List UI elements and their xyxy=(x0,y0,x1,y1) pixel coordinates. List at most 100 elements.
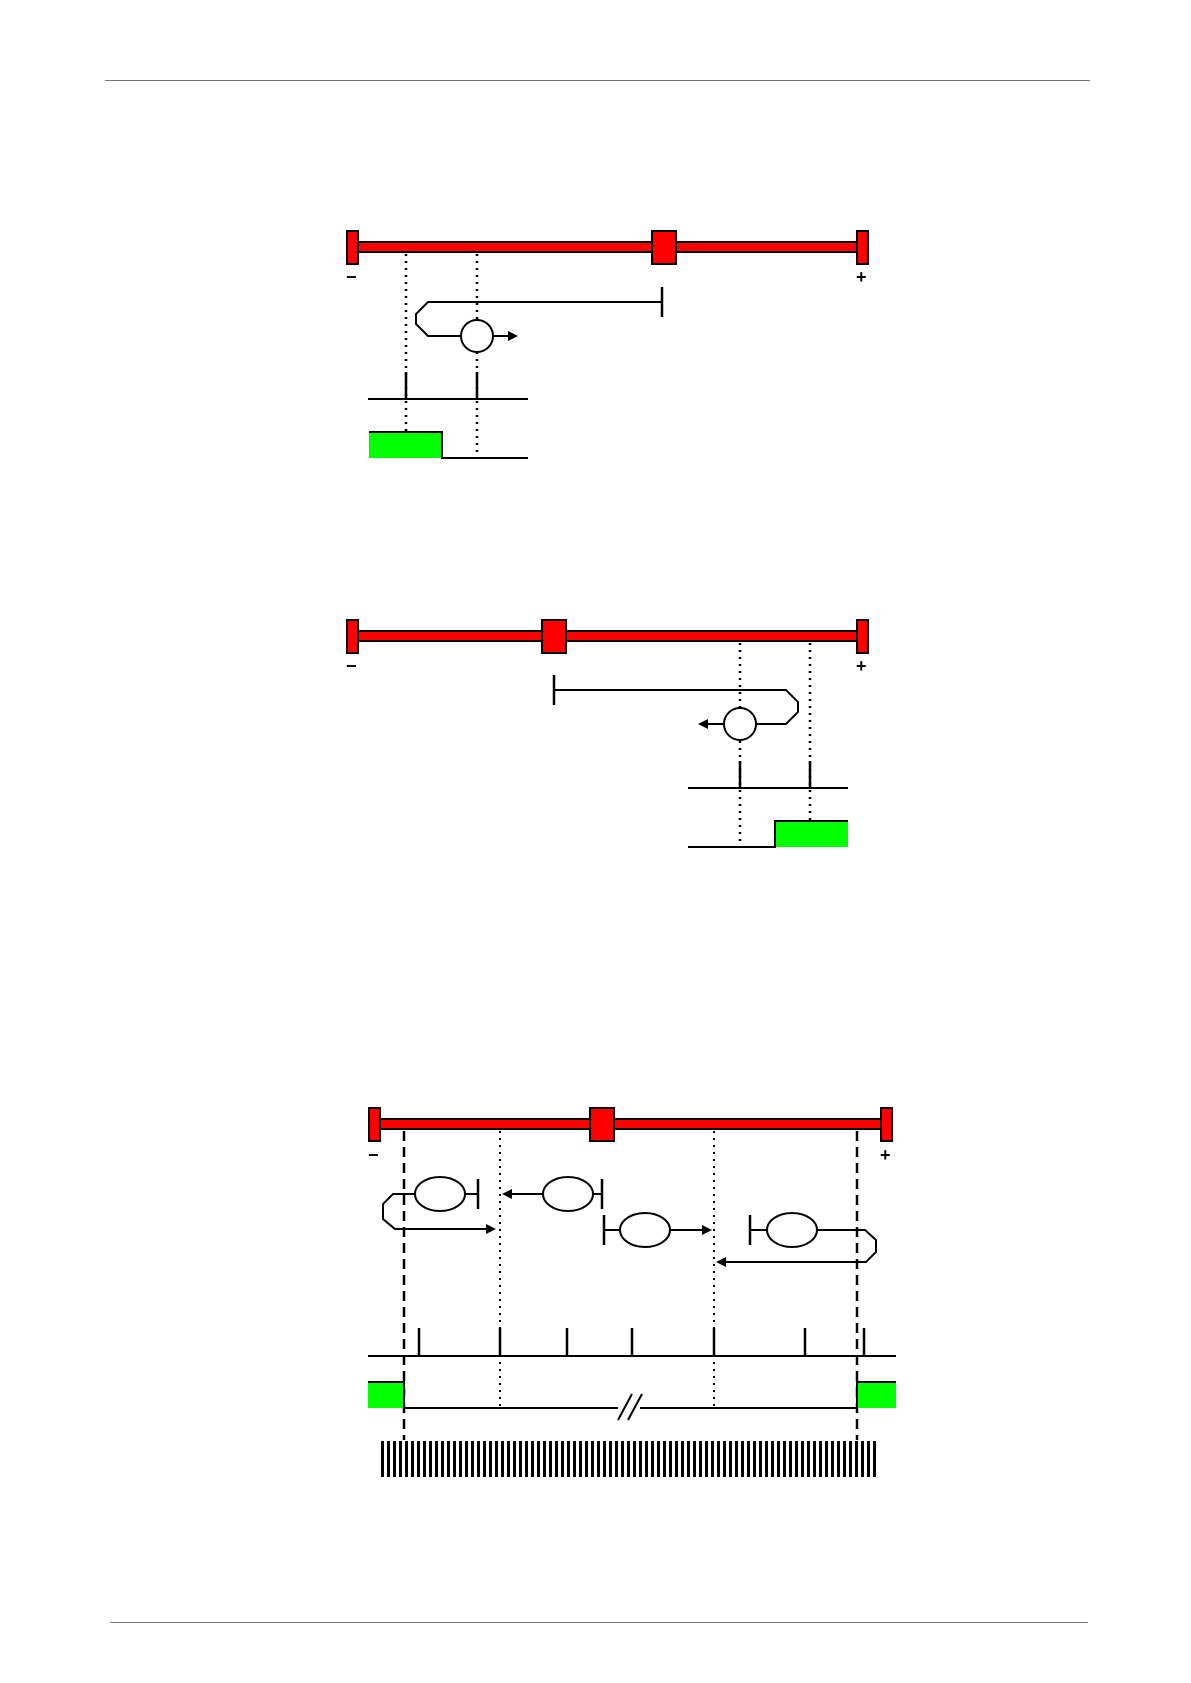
axis-rail xyxy=(352,242,862,252)
limit-switch-positive xyxy=(881,1108,892,1141)
encoder-pulse xyxy=(495,1441,498,1477)
encoder-pulse xyxy=(669,1441,672,1477)
encoder-pulse xyxy=(813,1441,816,1477)
encoder-pulse xyxy=(435,1441,438,1477)
axis-rail xyxy=(374,1119,885,1129)
reference-ellipse xyxy=(543,1177,593,1211)
motion-path xyxy=(554,690,798,724)
encoder-pulse xyxy=(579,1441,582,1477)
encoder-pulse xyxy=(753,1441,756,1477)
switch-signal-active xyxy=(369,432,442,458)
encoder-pulse xyxy=(405,1441,408,1477)
axis-rail xyxy=(352,631,862,641)
encoder-pulse xyxy=(513,1441,516,1477)
diagram-3: − + xyxy=(368,1108,896,1477)
encoder-pulse xyxy=(687,1441,690,1477)
encoder-pulse xyxy=(429,1441,432,1477)
encoder-pulse xyxy=(861,1441,864,1477)
encoder-pulse xyxy=(759,1441,762,1477)
encoder-pulse xyxy=(765,1441,768,1477)
encoder-pulse xyxy=(549,1441,552,1477)
encoder-pulse xyxy=(843,1441,846,1477)
encoder-pulse xyxy=(465,1441,468,1477)
encoder-pulse xyxy=(771,1441,774,1477)
encoder-pulse xyxy=(711,1441,714,1477)
motion-segments xyxy=(383,1177,876,1262)
encoder-pulse xyxy=(393,1441,396,1477)
switch-signal-active xyxy=(857,1382,896,1408)
encoder-pulse xyxy=(615,1441,618,1477)
encoder-pulse xyxy=(675,1441,678,1477)
encoder-pulse xyxy=(807,1441,810,1477)
encoder-pulse xyxy=(621,1441,624,1477)
motion-path xyxy=(416,302,662,336)
switch-signal-active xyxy=(775,821,848,847)
encoder-pulse xyxy=(741,1441,744,1477)
encoder-pulse xyxy=(783,1441,786,1477)
encoder-pulse xyxy=(387,1441,390,1477)
encoder-pulse xyxy=(855,1441,858,1477)
encoder-pulse xyxy=(729,1441,732,1477)
encoder-pulse xyxy=(603,1441,606,1477)
reference-circle xyxy=(724,708,756,740)
encoder-pulse xyxy=(483,1441,486,1477)
encoder-pulse xyxy=(567,1441,570,1477)
encoder-pulse xyxy=(471,1441,474,1477)
encoder-pulse xyxy=(591,1441,594,1477)
encoder-pulse xyxy=(747,1441,750,1477)
encoder-pulse xyxy=(819,1441,822,1477)
encoder-pulse xyxy=(837,1441,840,1477)
encoder-pulse xyxy=(717,1441,720,1477)
switch-signal-active xyxy=(368,1382,404,1408)
encoder-pulse xyxy=(693,1441,696,1477)
encoder-pulse xyxy=(477,1441,480,1477)
encoder-pulse xyxy=(681,1441,684,1477)
encoder-pulse xyxy=(537,1441,540,1477)
encoder-pulse xyxy=(423,1441,426,1477)
plus-sign: + xyxy=(856,656,867,676)
minus-sign: − xyxy=(346,267,357,287)
minus-sign: − xyxy=(346,656,357,676)
encoder-pulse xyxy=(399,1441,402,1477)
encoder-pulse xyxy=(801,1441,804,1477)
encoder-pulse xyxy=(561,1441,564,1477)
encoder-pulse xyxy=(651,1441,654,1477)
encoder-pulse xyxy=(597,1441,600,1477)
encoder-pulse xyxy=(459,1441,462,1477)
encoder-pulse xyxy=(663,1441,666,1477)
encoder-pulse xyxy=(501,1441,504,1477)
encoder-pulse xyxy=(867,1441,870,1477)
encoder-pulse xyxy=(489,1441,492,1477)
encoder-pulse xyxy=(705,1441,708,1477)
limit-switch-negative xyxy=(369,1108,380,1141)
plus-sign: + xyxy=(880,1145,891,1165)
encoder-pulse xyxy=(795,1441,798,1477)
encoder-pulse xyxy=(447,1441,450,1477)
encoder-pulse xyxy=(609,1441,612,1477)
limit-switch-negative xyxy=(347,620,358,653)
encoder-pulse xyxy=(453,1441,456,1477)
encoder-pulse xyxy=(873,1441,876,1477)
encoder-pulse xyxy=(507,1441,510,1477)
carriage xyxy=(652,231,676,264)
encoder-pulse xyxy=(519,1441,522,1477)
encoder-pulse xyxy=(417,1441,420,1477)
reference-ellipse xyxy=(767,1213,817,1247)
limit-switch-positive xyxy=(857,231,868,264)
encoder-pulse-train xyxy=(381,1441,876,1477)
limit-switch-negative xyxy=(347,231,358,264)
encoder-pulse xyxy=(723,1441,726,1477)
encoder-pulse xyxy=(573,1441,576,1477)
carriage xyxy=(590,1108,614,1141)
carriage xyxy=(542,620,566,653)
plus-sign: + xyxy=(856,267,867,287)
footer-rule xyxy=(110,1622,1088,1623)
limit-switch-positive xyxy=(857,620,868,653)
encoder-pulse xyxy=(849,1441,852,1477)
encoder-pulse xyxy=(657,1441,660,1477)
encoder-pulse xyxy=(531,1441,534,1477)
reference-ellipse xyxy=(620,1213,670,1247)
encoder-pulse xyxy=(699,1441,702,1477)
encoder-pulse xyxy=(543,1441,546,1477)
